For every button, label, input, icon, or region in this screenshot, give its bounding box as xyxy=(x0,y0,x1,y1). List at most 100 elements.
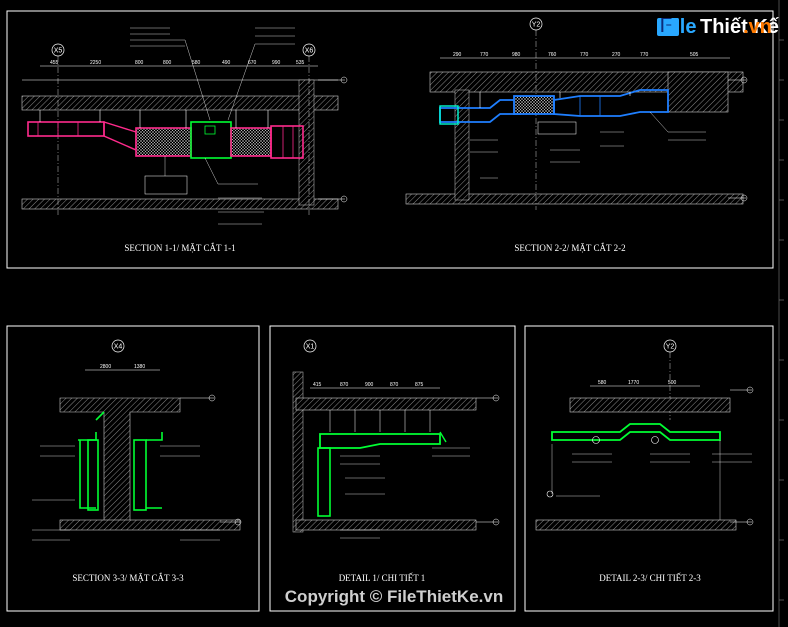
duct-transition xyxy=(103,121,137,152)
slab-top xyxy=(569,397,731,413)
callout-marker xyxy=(546,490,554,498)
beam xyxy=(667,71,729,113)
svg-text:535: 535 xyxy=(296,60,305,66)
svg-text:2250: 2250 xyxy=(90,60,101,66)
duct-silencer xyxy=(230,127,272,157)
copyright-watermark: Copyright © FileThietKe.vn xyxy=(285,587,503,606)
svg-text:490: 490 xyxy=(222,60,231,66)
panel-title: SECTION 2-2/ MẶT CẮT 2-2 xyxy=(514,243,625,253)
panel-top-frame xyxy=(6,10,774,269)
logo-suffix: .vn xyxy=(743,16,772,38)
svg-text:870: 870 xyxy=(340,382,349,388)
grid-label: X1 xyxy=(306,344,315,351)
tick-marks xyxy=(779,39,784,601)
duct-segment xyxy=(27,121,105,137)
duct-segment xyxy=(270,125,304,159)
slab-floor xyxy=(535,519,737,531)
dimension-texts: 455 2250 800 800 580 490 670 990 535 xyxy=(50,60,305,66)
duct-damper xyxy=(513,95,555,115)
panel-title: DETAIL 1/ CHI TIẾT 1 xyxy=(339,573,426,583)
panel-detail-2-frame xyxy=(524,325,774,612)
hangers xyxy=(39,110,269,128)
svg-text:770: 770 xyxy=(640,52,649,58)
logo-mark: F xyxy=(660,15,672,37)
duct-silencer xyxy=(135,127,192,157)
panel-section-3-frame xyxy=(6,325,260,612)
detail-2-3: Y2 580 1770 500 DETAIL 2-3/ CHI TIẾT 2-3 xyxy=(535,339,754,583)
panel-title: SECTION 1-1/ MẶT CẮT 1-1 xyxy=(124,243,235,253)
svg-text:870: 870 xyxy=(390,382,399,388)
wall xyxy=(298,79,315,206)
slab-floor xyxy=(21,198,339,210)
duct-segment xyxy=(551,423,721,441)
grid-bubble xyxy=(303,339,317,353)
svg-text:415: 415 xyxy=(313,382,322,388)
svg-text:800: 800 xyxy=(135,60,144,66)
slab-top xyxy=(295,397,477,411)
svg-text:770: 770 xyxy=(480,52,489,58)
panel-title: SECTION 3-3/ MẶT CẮT 3-3 xyxy=(72,573,184,583)
svg-text:760: 760 xyxy=(548,52,557,58)
level-markers xyxy=(318,76,348,203)
dimension-text: 2800 xyxy=(100,364,111,370)
svg-text:900: 900 xyxy=(365,382,374,388)
dimension-texts: 290 770 980 760 770 270 770 505 xyxy=(453,52,699,58)
grid-label: Y2 xyxy=(532,22,541,29)
svg-text:980: 980 xyxy=(512,52,521,58)
panel-title: DETAIL 2-3/ CHI TIẾT 2-3 xyxy=(599,573,701,583)
svg-text:800: 800 xyxy=(163,60,172,66)
grid-bubble xyxy=(111,339,125,353)
dimension-texts: 415 870 900 870 875 xyxy=(313,382,424,388)
annotation-labels xyxy=(340,447,470,539)
site-logo: F File Thiết Kế .vn xyxy=(657,15,780,38)
level-markers xyxy=(730,386,754,526)
slab-top xyxy=(21,95,339,111)
annotation-labels xyxy=(130,27,295,225)
duct-riser xyxy=(317,447,331,517)
column xyxy=(59,397,181,523)
duct-riser xyxy=(87,439,99,511)
logo-text-b: Thiết Kế xyxy=(700,16,780,38)
diffuser xyxy=(439,105,459,125)
section-2-2: Y2 290 770 980 760 770 270 770 505 xyxy=(405,17,748,253)
duct-damper xyxy=(190,121,232,159)
duct-riser xyxy=(133,439,147,511)
svg-text:290: 290 xyxy=(453,52,462,58)
svg-text:990: 990 xyxy=(272,60,281,66)
dimension-text: 500 xyxy=(668,380,677,386)
annotation-labels xyxy=(470,111,706,179)
callout-marker xyxy=(651,436,659,444)
detail-1: X1 415 870 900 870 875 DETAI xyxy=(292,339,500,583)
logo-text-a: File xyxy=(662,16,696,38)
annotation-labels xyxy=(551,440,752,520)
duct-riser xyxy=(78,432,97,509)
svg-text:455: 455 xyxy=(50,60,59,66)
svg-text:505: 505 xyxy=(690,52,699,58)
slab-floor xyxy=(59,519,241,531)
section-1-1: X5 X6 455 2250 800 800 580 490 670 990 5… xyxy=(21,27,348,253)
dimension-text: 1770 xyxy=(628,380,639,386)
hangers xyxy=(479,92,631,108)
wall xyxy=(292,371,304,533)
svg-text:670: 670 xyxy=(248,60,257,66)
dimension-text: 580 xyxy=(598,380,607,386)
callout-marker xyxy=(592,436,600,444)
duct-segment xyxy=(553,89,669,117)
level-markers xyxy=(728,76,748,202)
svg-text:770: 770 xyxy=(580,52,589,58)
svg-text:270: 270 xyxy=(612,52,621,58)
section-3-3: X4 2800 1380 SECTION 3-3/ MẶT CẮT 3-3 xyxy=(32,339,242,583)
svg-text:875: 875 xyxy=(415,382,424,388)
panel-detail-1-frame xyxy=(269,325,516,612)
level-markers xyxy=(180,394,242,526)
slab-floor xyxy=(405,193,744,205)
grid-label: Y2 xyxy=(666,344,675,351)
grid-label: X5 xyxy=(54,48,63,55)
slab-top xyxy=(429,71,744,93)
slab-floor xyxy=(295,519,477,531)
level-markers xyxy=(476,394,500,526)
annotation-labels xyxy=(32,445,220,541)
grid-label: X6 xyxy=(305,48,314,55)
hangers xyxy=(329,410,431,432)
